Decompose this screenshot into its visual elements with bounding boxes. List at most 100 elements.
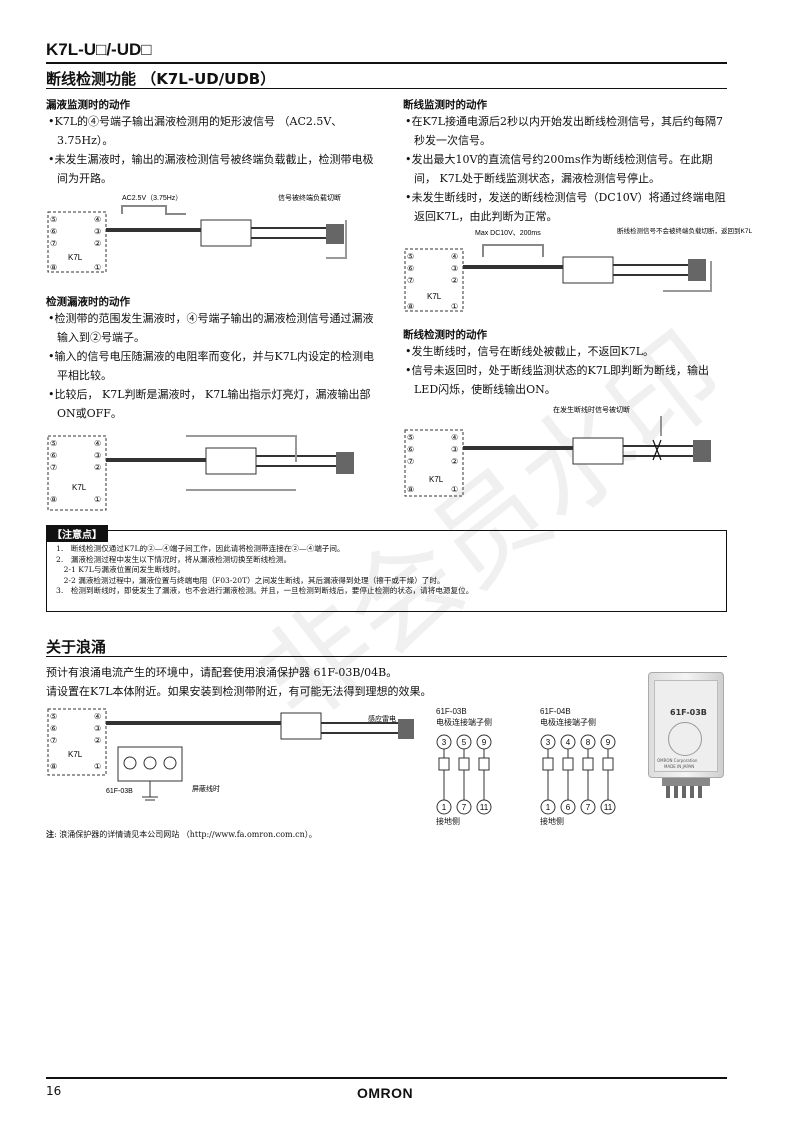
terminal-label: ⑦ bbox=[50, 239, 57, 248]
footnote-text: : 浪涌保护器的详情请见本公司网站 （http://www.fa.omron.c… bbox=[54, 830, 317, 839]
bullet: •未发生漏液时，输出的漏液检测信号被终端负载截止，检测带电极间为开路。 bbox=[48, 153, 374, 185]
leak-monitor-text: •K7L的④号端子输出漏液检测用的矩形波信号 （AC2.5V、 3.75Hz）。… bbox=[46, 112, 376, 188]
terminal-label: ① bbox=[94, 762, 101, 771]
f04b-side-label: 电极连接端子侧 bbox=[540, 718, 596, 727]
terminal-label: ② bbox=[94, 736, 101, 745]
terminal-label: ② bbox=[94, 239, 101, 248]
section-title-break-detection: 断线检测功能 （K7L-UD/UDB） bbox=[46, 70, 276, 88]
leak-detect-text: •检测带的范围发生漏液时，④号端子输出的漏液检测信号通过漏液输入到②号端子。 •… bbox=[46, 309, 376, 423]
terminal-label: ④ bbox=[94, 712, 101, 721]
bullet: •信号未返回时，处于断线监测状态的K7L即判断为断线，输出LED闪烁，使断线输出… bbox=[405, 364, 710, 396]
k7l-label: K7L bbox=[72, 483, 87, 492]
terminal-label: ④ bbox=[451, 252, 458, 261]
terminal: 1 bbox=[546, 803, 551, 812]
f03b-model: 61F-03B bbox=[436, 707, 467, 716]
leak-detect-diagram: ⑤ ⑥ ⑦ ⑧ ④ ③ ② ① K7L bbox=[47, 435, 354, 511]
f04b-diagram: 3 4 8 9 1 6 7 11 bbox=[540, 734, 616, 815]
notes-box bbox=[46, 530, 727, 612]
paragraph: 预计有浪涌电流产生的环境中，请配套使用浪涌保护器 61F-03B/04B。 bbox=[46, 666, 398, 679]
f03b-ground-label: 接地侧 bbox=[436, 817, 460, 826]
break-detect-heading: 断线检测时的动作 bbox=[403, 329, 487, 341]
surge-diagram: ⑤ ⑥ ⑦ ⑧ ④ ③ ② ① K7L 感应雷电 61F-03B 屏蔽线时 bbox=[47, 708, 414, 801]
leak-detect-heading: 检测漏液时的动作 bbox=[46, 296, 130, 308]
terminal-label: ⑦ bbox=[50, 463, 57, 472]
terminal-label: ③ bbox=[451, 445, 458, 454]
terminal-label: ⑥ bbox=[407, 445, 414, 454]
surge-text: 预计有浪涌电流产生的环境中，请配套使用浪涌保护器 61F-03B/04B。 请设… bbox=[46, 663, 626, 701]
terminal-label: ⑥ bbox=[50, 451, 57, 460]
k7l-label: K7L bbox=[429, 475, 444, 484]
terminal: 9 bbox=[606, 738, 611, 747]
terminal-label: ⑧ bbox=[407, 485, 414, 494]
terminal-label: ⑦ bbox=[407, 276, 414, 285]
omron-logo: OMRON bbox=[357, 1085, 414, 1101]
break-monitor-text: •在K7L接通电源后2秒以内开始发出断线检测信号，其后约每隔7秒发一次信号。 •… bbox=[403, 112, 728, 226]
break-detect-diagram: ⑤ ⑥ ⑦ ⑧ ④ ③ ② ① K7L 在发生断线时信号被切断 bbox=[404, 405, 711, 497]
terminal-label: ① bbox=[451, 302, 458, 311]
k7l-label: K7L bbox=[427, 292, 442, 301]
terminal-label: ⑤ bbox=[50, 712, 57, 721]
shield-label: 屏蔽线时 bbox=[192, 784, 220, 793]
terminal-label: ② bbox=[451, 457, 458, 466]
note-line: 1. 断线检测仅通过K7L的②—④端子间工作，因此请将检测带连接在②—④端子间。 bbox=[56, 544, 345, 553]
footnote-bold: 注 bbox=[46, 829, 54, 839]
notes-tab: 【注意点】 bbox=[46, 525, 108, 542]
signal-label: AC2.5V（3.75Hz） bbox=[122, 194, 182, 202]
terminal-label: ⑤ bbox=[407, 252, 414, 261]
terminal-label: ⑥ bbox=[50, 227, 57, 236]
lightning-label: 感应雷电 bbox=[368, 714, 396, 723]
protector-label: 61F-03B bbox=[106, 788, 133, 795]
leak-monitor-heading: 漏液监测时的动作 bbox=[46, 99, 130, 111]
terminal: 11 bbox=[604, 803, 613, 812]
break-detect-text: •发生断线时，信号在断线处被截止，不返回K7L。 •信号未返回时，处于断线监测状… bbox=[403, 342, 728, 399]
terminal-label: ① bbox=[94, 495, 101, 504]
terminal-label: ④ bbox=[94, 439, 101, 448]
terminal-label: ③ bbox=[94, 227, 101, 236]
footer-rule bbox=[46, 1077, 727, 1079]
bullet: •发生断线时，信号在断线处被截止，不返回K7L。 bbox=[405, 345, 655, 358]
terminal-label: ⑤ bbox=[50, 215, 57, 224]
f03b-diagram: 3 5 9 1 7 11 bbox=[436, 734, 492, 815]
bullet: •输入的信号电压随漏液的电阻率而变化，并与K7L内设定的检测电平相比较。 bbox=[48, 350, 375, 382]
signal-label: Max DC10V、200ms bbox=[475, 230, 541, 237]
bullet: •检测带的范围发生漏液时，④号端子输出的漏液检测信号通过漏液输入到②号端子。 bbox=[48, 312, 374, 344]
terminal-label: ③ bbox=[94, 724, 101, 733]
photo-label: 61F-03B bbox=[670, 708, 707, 717]
note-line: 2-2 漏液检测过程中，漏液位置与终端电阻（F03-20T）之间发生断线，其后漏… bbox=[56, 575, 445, 585]
f03b-side-label: 电极连接端子侧 bbox=[436, 718, 492, 727]
leak-monitor-diagram: ⑤ ⑥ ⑦ ⑧ ④ ③ ② ① K7L AC2.5V（3.75Hz） 信号被终端… bbox=[47, 193, 347, 273]
surge-protector-photo: 61F-03B OMRON Corporation MADE IN JAPAN bbox=[642, 672, 730, 800]
terminal-ring bbox=[668, 722, 702, 756]
terminal: 6 bbox=[566, 803, 571, 812]
paragraph: 请设置在K7L本体附近。如果安装到检测带附近，有可能无法得到理想的效果。 bbox=[46, 685, 432, 698]
note-line: 2. 漏液检测过程中发生以下情况时，将从漏液检测切换至断线检测。 bbox=[56, 554, 292, 564]
f03b-header: 61F-03B 电极连接端子侧 bbox=[436, 706, 492, 728]
terminal-label: ⑧ bbox=[50, 762, 57, 771]
product-title: K7L-U□/-UD□ bbox=[46, 40, 152, 59]
terminal-label: ⑤ bbox=[407, 433, 414, 442]
note-label: 断线检测信号不会被终端负载切断，返回到K7L bbox=[617, 226, 752, 235]
terminal: 5 bbox=[462, 738, 467, 747]
cutoff-label: 信号被终端负载切断 bbox=[278, 193, 341, 202]
terminal-label: ④ bbox=[94, 215, 101, 224]
break-monitor-heading: 断线监测时的动作 bbox=[403, 99, 487, 111]
bullet: •未发生断线时，发送的断线检测信号（DC10V）将通过终端电阻返回K7L，由此判… bbox=[405, 191, 726, 223]
bullet: •发出最大10V的直流信号约200ms作为断线检测信号。在此期间， K7L处于断… bbox=[405, 153, 713, 185]
k7l-label: K7L bbox=[68, 750, 83, 759]
terminal-label: ⑦ bbox=[50, 736, 57, 745]
terminal: 9 bbox=[482, 738, 487, 747]
page-number: 16 bbox=[46, 1084, 62, 1098]
terminal: 7 bbox=[586, 803, 591, 812]
break-monitor-diagram: ⑤ ⑥ ⑦ ⑧ ④ ③ ② ① K7L Max DC10V、200ms 断线检测… bbox=[404, 226, 752, 312]
terminal-label: ⑧ bbox=[50, 495, 57, 504]
photo-maker: OMRON Corporation bbox=[657, 758, 698, 763]
terminal-label: ⑥ bbox=[407, 264, 414, 273]
terminal-label: ⑧ bbox=[407, 302, 414, 311]
terminal: 4 bbox=[566, 738, 571, 747]
k7l-label: K7L bbox=[68, 253, 83, 262]
section-rule bbox=[46, 88, 727, 89]
terminal-label: ① bbox=[94, 263, 101, 272]
section-rule bbox=[46, 656, 727, 657]
terminal-label: ② bbox=[451, 276, 458, 285]
terminal-label: ⑦ bbox=[407, 457, 414, 466]
